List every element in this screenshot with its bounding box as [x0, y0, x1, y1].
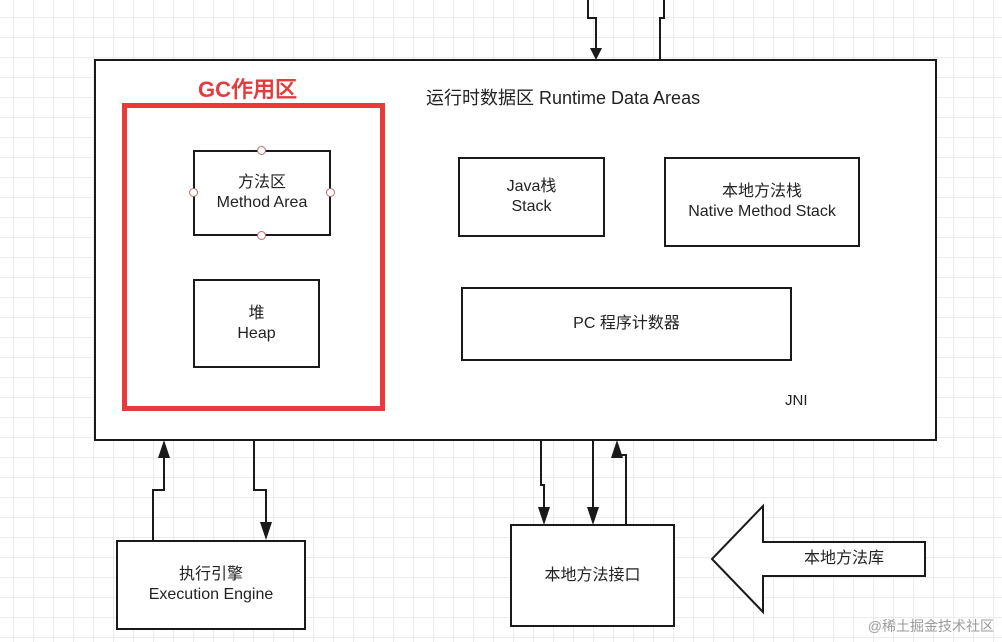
java-stack-box[interactable] — [458, 157, 605, 237]
top-output-line — [659, 0, 665, 60]
interface-up-line — [616, 452, 627, 524]
native-interface-box[interactable] — [510, 524, 675, 627]
resize-handle-top[interactable] — [257, 146, 266, 155]
native-stack-cn: 本地方法栈 — [721, 183, 802, 200]
pc-register-label: PC 程序计数器 — [573, 315, 680, 332]
resize-handle-right[interactable] — [326, 188, 335, 197]
gc-area-highlight — [122, 103, 385, 411]
engine-up-line — [152, 452, 165, 540]
java-stack-line1: Java栈 — [506, 178, 557, 195]
execution-engine-cn: 执行引擎 — [178, 566, 243, 583]
interface-up-arrowhead — [611, 440, 623, 458]
native-library-arrow-shape — [710, 503, 926, 615]
jni-label: JNI — [782, 392, 811, 409]
heap-cn: 堆 — [248, 304, 265, 322]
method-area-cn: 方法区 — [237, 174, 286, 191]
resize-handle-left[interactable] — [189, 188, 198, 197]
top-input-arrowhead — [590, 48, 602, 60]
engine-up-arrowhead — [158, 440, 170, 458]
watermark: @稀土掘金技术社区 — [867, 618, 994, 634]
method-area-en: Method Area — [216, 194, 308, 211]
native-interface-label: 本地方法接口 — [544, 566, 641, 584]
top-input-arrow — [587, 0, 597, 58]
method-area-label: 方法区 Method Area — [193, 150, 331, 236]
heap-box[interactable] — [193, 279, 320, 368]
native-stack-en: Native Method Stack — [688, 203, 836, 220]
native-library-label[interactable]: 本地方法库 — [803, 550, 884, 567]
gc-area-title: GC作用区 — [198, 77, 298, 102]
engine-down-line — [253, 441, 267, 528]
interface-down-line — [540, 441, 545, 513]
native-stack-box[interactable] — [664, 157, 860, 247]
engine-down-arrowhead — [260, 522, 272, 540]
pc-register-box[interactable] — [461, 287, 792, 361]
runtime-data-area — [94, 59, 937, 441]
execution-engine-box[interactable] — [116, 540, 306, 630]
java-stack-line2: Stack — [511, 198, 552, 215]
runtime-data-area-title: 运行时数据区 Runtime Data Areas — [426, 88, 701, 108]
heap-label: 堆 Heap — [193, 279, 320, 368]
heap-en: Heap — [237, 324, 276, 342]
resize-handle-bottom[interactable] — [257, 231, 266, 240]
native-stack-label: 本地方法栈 Native Method Stack — [664, 157, 860, 247]
jni-arrowhead — [587, 507, 599, 525]
interface-down-arrowhead — [538, 507, 550, 525]
execution-engine-label: 执行引擎 Execution Engine — [116, 540, 306, 630]
java-stack-label: Java栈 Stack — [458, 157, 605, 237]
execution-engine-en: Execution Engine — [148, 586, 274, 603]
